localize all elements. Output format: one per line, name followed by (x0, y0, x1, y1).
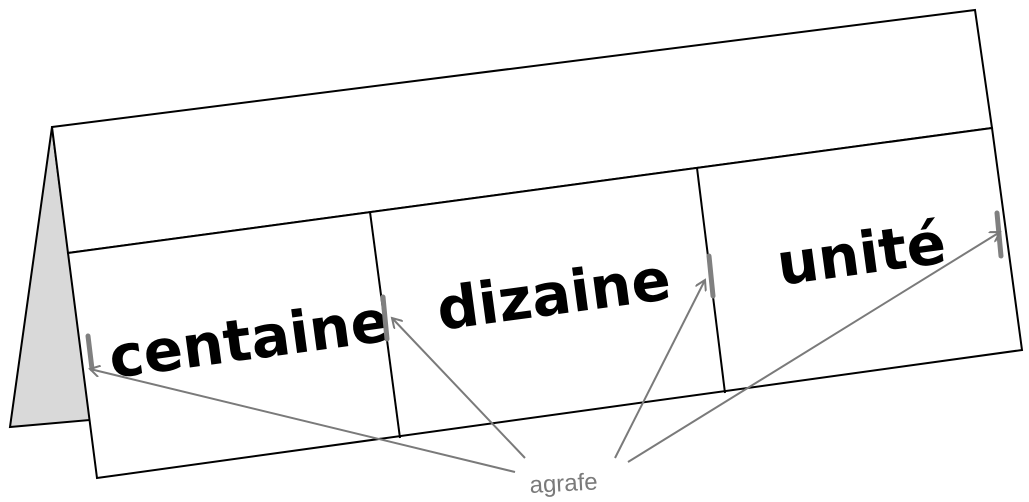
staple-3 (706, 253, 716, 299)
arrow-to-staple-1 (90, 369, 516, 473)
card-front-panel (66, 126, 1024, 480)
callout-agrafe: agrafe (529, 468, 598, 499)
arrow-to-staple-2 (392, 318, 526, 459)
staple-2 (380, 294, 390, 342)
staple-1 (85, 333, 95, 372)
arrow-to-staple-3 (614, 280, 705, 459)
arrow-to-staple-4 (627, 232, 1000, 463)
